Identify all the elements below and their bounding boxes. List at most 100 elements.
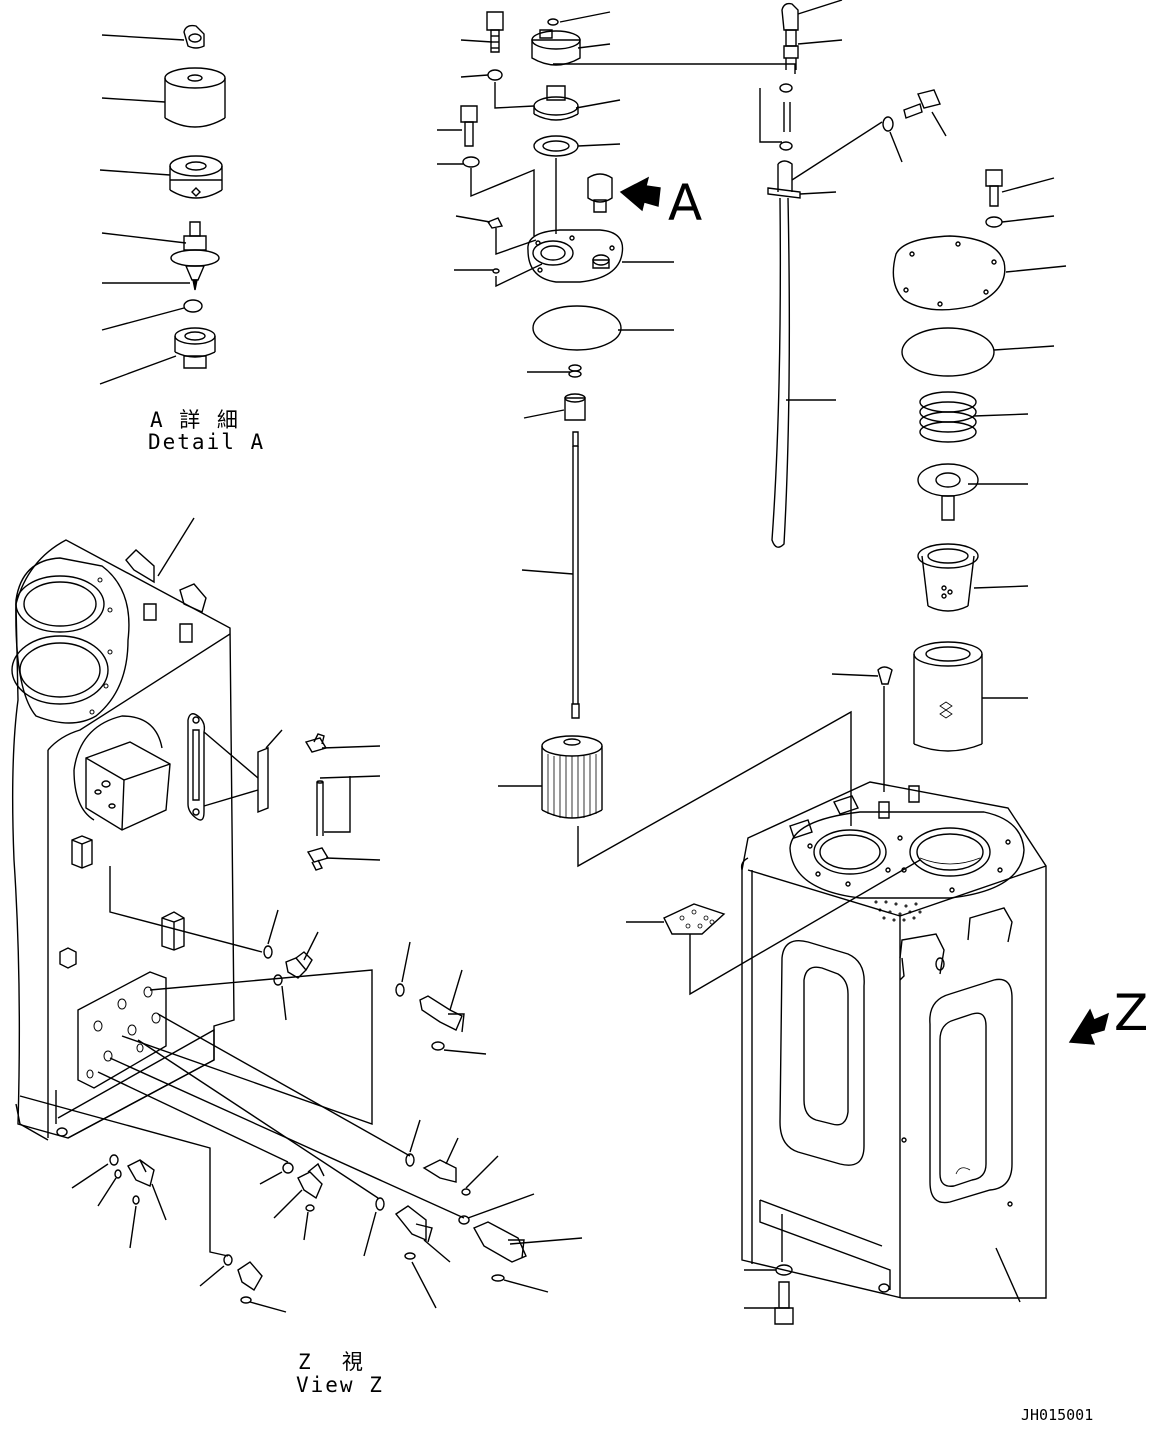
detail-a-group bbox=[100, 26, 225, 384]
filter-leaders bbox=[832, 178, 1066, 698]
tank-perforation bbox=[875, 901, 921, 921]
mid-connector-1 bbox=[286, 952, 312, 978]
tank-bracket-2 bbox=[968, 908, 1012, 942]
tank-left-bottom-plate bbox=[78, 972, 166, 1088]
detail-a-collar bbox=[170, 156, 222, 198]
filter-plug bbox=[878, 667, 892, 684]
mid-connector-2 bbox=[420, 996, 464, 1032]
tank-left-top-flange bbox=[16, 558, 129, 723]
tank-right-window-left bbox=[780, 941, 864, 1165]
view-z-caption-jp: Z 視 bbox=[298, 1350, 365, 1374]
filter-spring bbox=[920, 392, 976, 442]
bottom-elbow-1 bbox=[128, 1160, 154, 1186]
filter-o-ring bbox=[902, 328, 994, 376]
tank-left-port-lower bbox=[12, 636, 108, 704]
gauge-o-ring-1 bbox=[780, 84, 792, 92]
detail-a-valve bbox=[171, 222, 219, 290]
view-a-letter: A bbox=[668, 174, 703, 232]
gauge-tube-assembly bbox=[760, 0, 946, 547]
suction-cover-plate bbox=[528, 230, 623, 282]
suction-rod bbox=[572, 432, 579, 718]
left-elbow-fitting-1 bbox=[306, 734, 326, 752]
tank-left-filter-housing bbox=[74, 716, 170, 830]
view-z-letter: Z bbox=[1114, 984, 1149, 1042]
tank-left-block-3 bbox=[60, 948, 76, 968]
hydraulic-tank-left bbox=[12, 518, 582, 1312]
bottom-o-ring-4 bbox=[376, 1198, 384, 1210]
detail-a-caption-jp: A 詳 細 bbox=[150, 408, 240, 432]
detail-a-caption-en: Detail A bbox=[148, 430, 266, 454]
tank-left-sight-slot bbox=[188, 714, 204, 820]
tank-stud-2 bbox=[909, 786, 919, 802]
detail-a-cap bbox=[184, 26, 204, 48]
tank-left-bottom-rail bbox=[58, 1030, 214, 1138]
tank-right-window-right bbox=[930, 979, 1012, 1202]
view-a-arrow bbox=[621, 178, 660, 210]
cover-bolt bbox=[461, 106, 477, 146]
filter-element bbox=[914, 642, 982, 751]
detail-a-leaders bbox=[100, 35, 190, 384]
clamp-bolt bbox=[904, 90, 940, 118]
suction-strainer bbox=[542, 736, 602, 818]
tank-right-body bbox=[742, 782, 1046, 1298]
breather-element bbox=[534, 86, 578, 120]
tank-left-stud-2 bbox=[180, 624, 192, 642]
tank-bracket-1 bbox=[900, 934, 944, 980]
bottom-elbow-2 bbox=[298, 1164, 324, 1198]
detail-a-weight bbox=[165, 68, 225, 127]
filter-case-cup bbox=[918, 544, 978, 611]
bottom-o-ring-6 bbox=[459, 1216, 469, 1224]
hex-coupling bbox=[565, 394, 585, 420]
drawing-code: JH015001 bbox=[1021, 1406, 1094, 1424]
drain-bolt bbox=[775, 1282, 793, 1324]
bottom-elbow-6 bbox=[474, 1222, 526, 1262]
bottom-elbow-4 bbox=[396, 1206, 432, 1242]
bottom-elbow-3 bbox=[238, 1262, 262, 1290]
tank-stud-1 bbox=[879, 802, 889, 818]
filter-cover bbox=[893, 236, 1004, 310]
breather-cap bbox=[532, 19, 580, 65]
gauge-hose bbox=[768, 161, 800, 547]
tank-left-stud-1 bbox=[144, 604, 156, 620]
hydraulic-tank-right bbox=[626, 782, 1108, 1324]
bottom-o-ring-2 bbox=[283, 1163, 293, 1173]
view-z-caption-en: View Z bbox=[296, 1373, 384, 1397]
gauge-top-elbow bbox=[782, 4, 798, 70]
tank-port-left bbox=[814, 830, 886, 874]
mid-o-ring-1 bbox=[264, 946, 272, 958]
sensor-plug bbox=[588, 174, 612, 212]
bottom-o-ring-1 bbox=[110, 1155, 118, 1165]
left-sight-tube bbox=[317, 781, 323, 836]
cover-o-ring bbox=[533, 306, 621, 350]
detail-a-o-ring bbox=[184, 300, 202, 312]
small-spring bbox=[569, 365, 581, 377]
small-pin bbox=[493, 269, 499, 273]
breather-assembly bbox=[437, 12, 851, 866]
bottom-o-ring-5 bbox=[406, 1154, 414, 1166]
mid-o-ring-2 bbox=[396, 984, 404, 996]
tank-left-block-2 bbox=[162, 912, 184, 950]
top-bolt bbox=[487, 12, 503, 52]
tank-left-port-upper bbox=[16, 576, 104, 632]
return-filter-assembly bbox=[832, 170, 1066, 792]
bypass-valve bbox=[918, 464, 978, 520]
bottom-connector-5 bbox=[424, 1160, 456, 1182]
clamp-washer bbox=[883, 117, 893, 131]
bottom-o-ring-3 bbox=[224, 1255, 232, 1265]
filter-cover-bolt bbox=[986, 170, 1002, 206]
tank-port-right bbox=[910, 828, 990, 876]
view-z-arrow bbox=[1070, 1010, 1108, 1044]
cover-washer bbox=[463, 157, 479, 167]
center-leaders bbox=[437, 12, 851, 866]
top-washer bbox=[488, 70, 502, 80]
detail-a-fitting bbox=[175, 328, 215, 368]
gauge-sight-pipe bbox=[784, 102, 790, 132]
left-elbow-fitting-2 bbox=[308, 848, 328, 870]
tank-left-block-1 bbox=[72, 836, 92, 868]
tank-bottom-rail bbox=[760, 1200, 890, 1290]
tank-top-flange bbox=[790, 812, 1024, 898]
small-nut bbox=[488, 218, 502, 228]
strainer-plate bbox=[664, 904, 724, 934]
breather-gasket bbox=[534, 136, 578, 156]
